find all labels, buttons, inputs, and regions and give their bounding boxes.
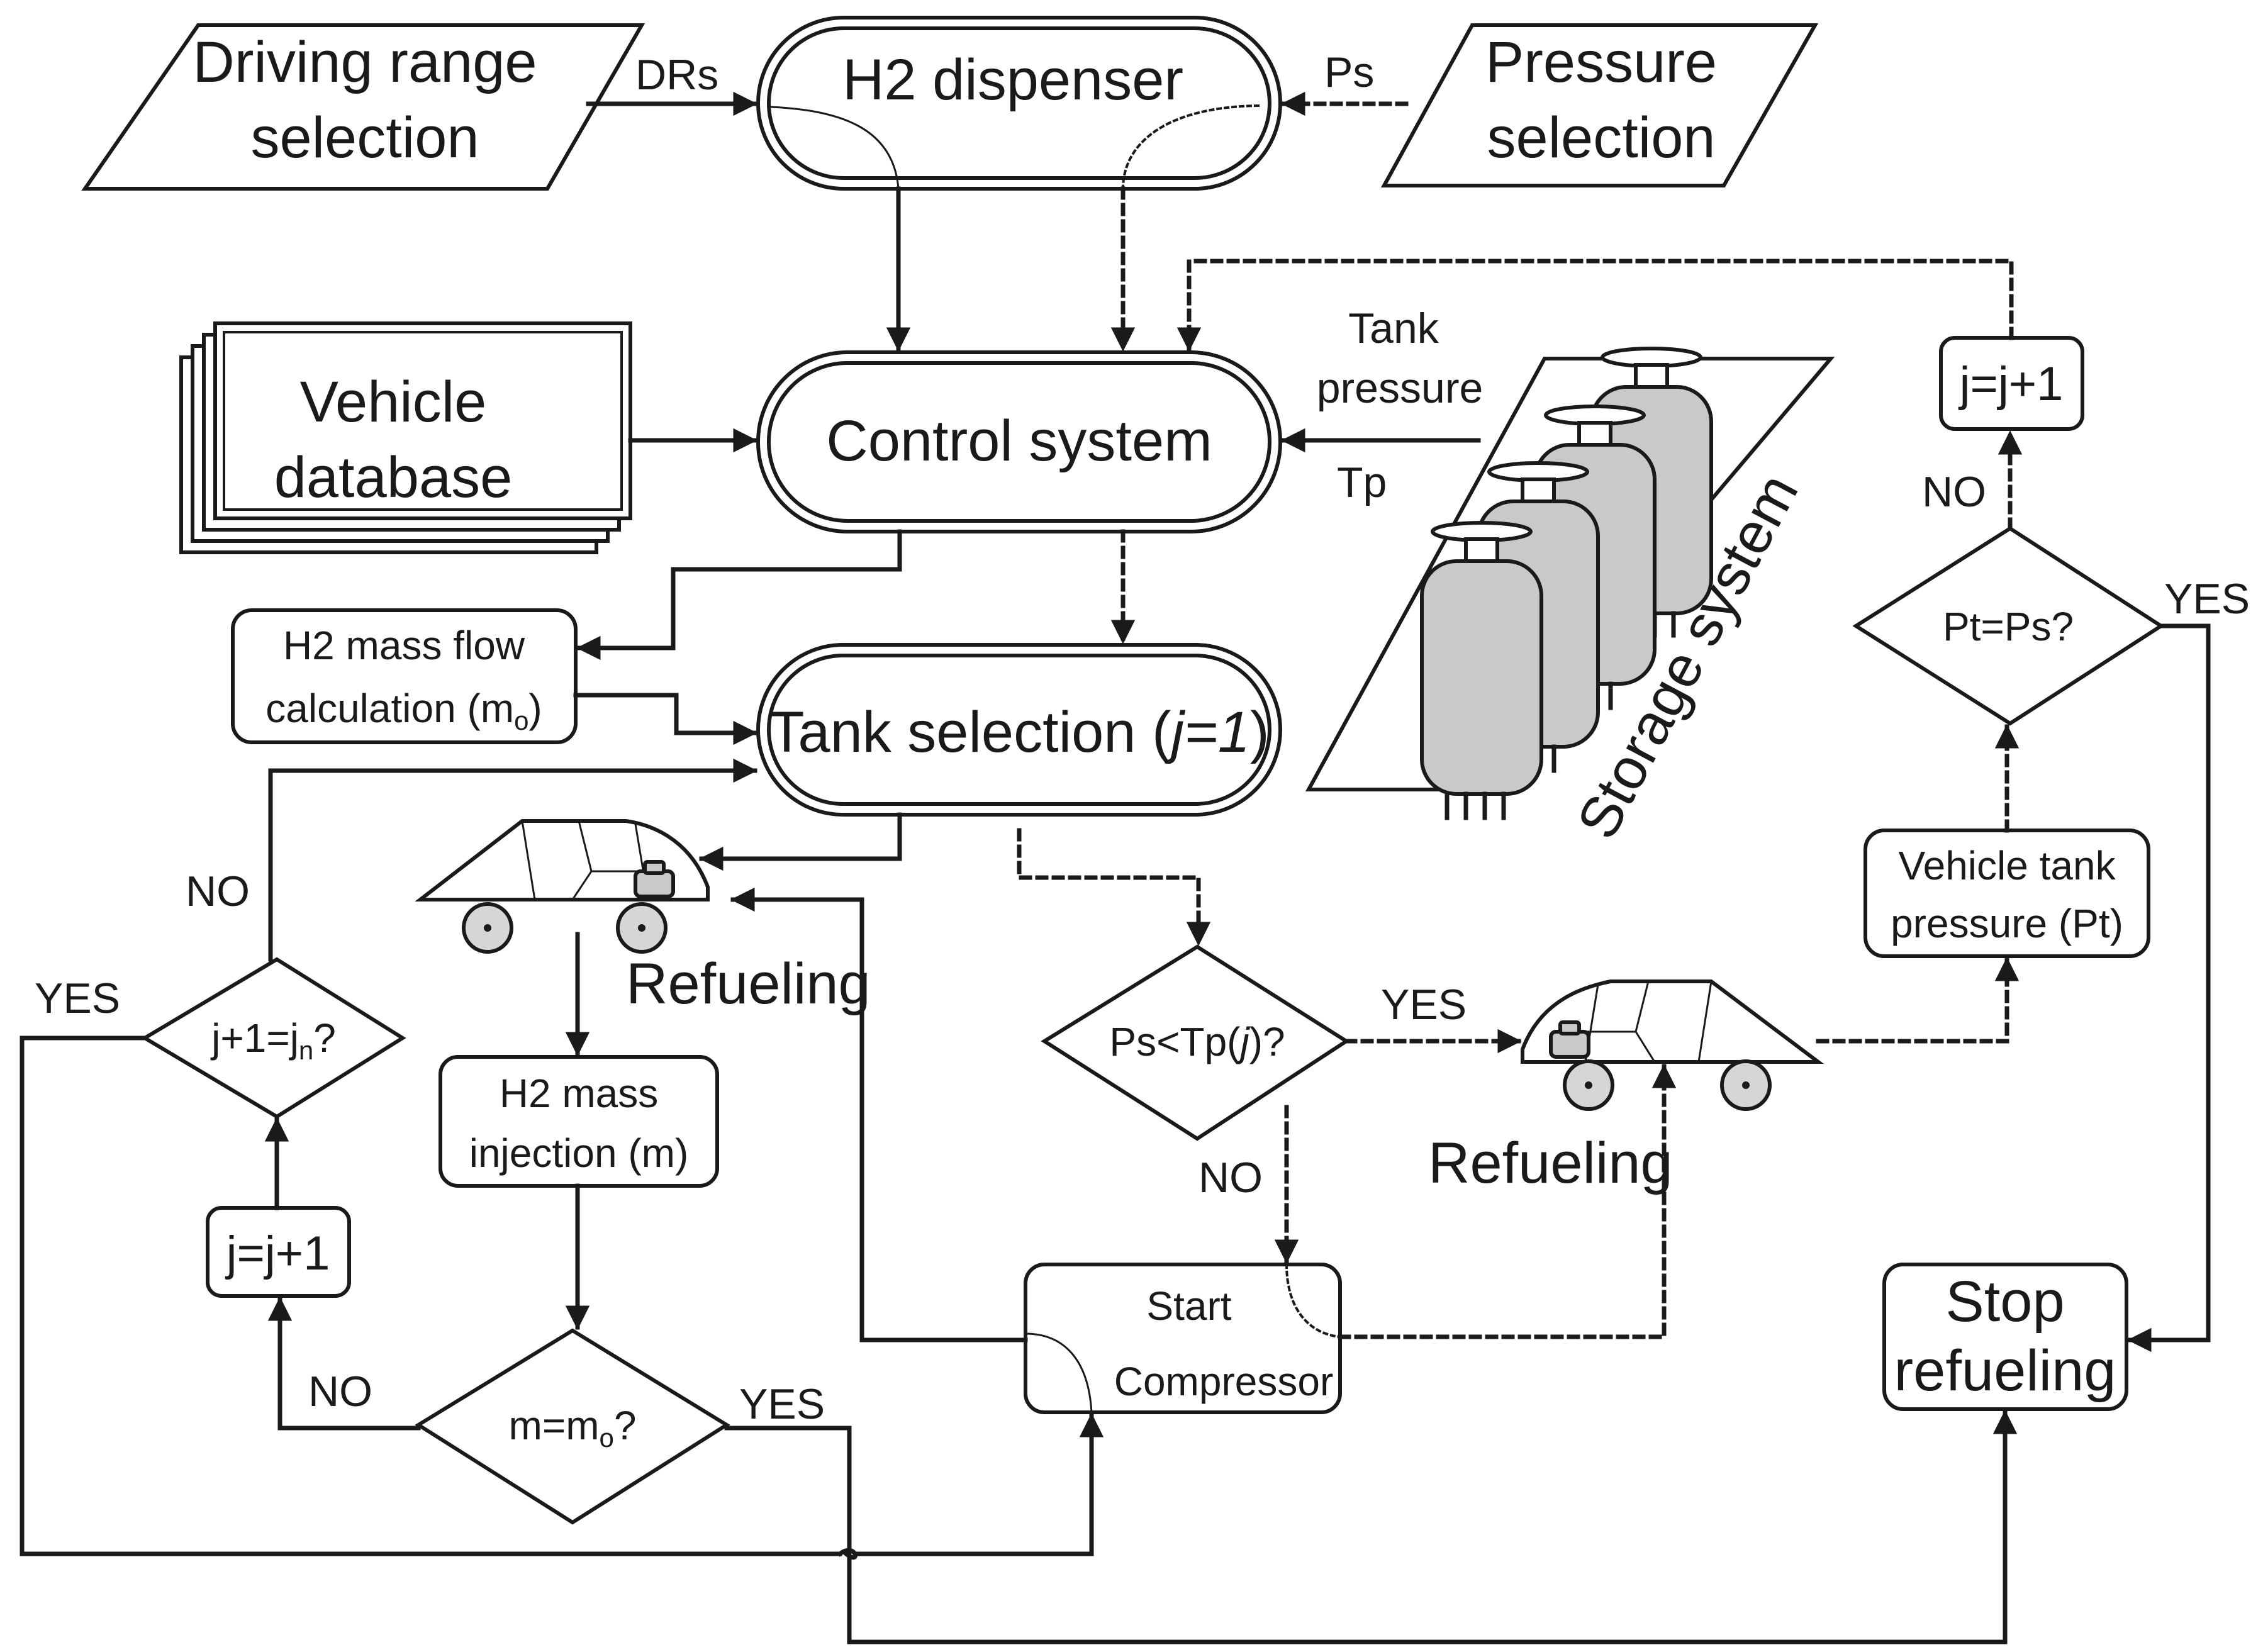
vehicle-db-label-1: Vehicle: [300, 370, 487, 434]
driving-range-selection-node: Driving range selection: [81, 23, 645, 191]
edge-label-no-jn: NO: [186, 868, 250, 915]
edge-label-yes-m: YES: [739, 1380, 825, 1428]
edge-label-yes-ps: YES: [1381, 981, 1467, 1029]
control-label: Control system: [826, 409, 1212, 473]
driving-range-label-1: Driving range: [193, 30, 537, 94]
edge-label-no-m: NO: [308, 1368, 372, 1415]
stop-label-1: Stop: [1945, 1270, 2064, 1334]
edge-label-tank-1: Tank: [1348, 304, 1439, 352]
vehicle-database-node: Vehicle database: [179, 321, 632, 554]
refueling-right-label: Refueling: [1428, 1131, 1673, 1195]
pressure-selection-node: Pressure selection: [1380, 23, 1819, 187]
h2-mass-injection-node: H2 mass injection (m): [439, 1055, 719, 1188]
decision-j-plus-one-equals-jn: j+1=jn?: [141, 957, 406, 1119]
dispenser-label: H2 dispenser: [842, 48, 1183, 112]
increment-right-label: j=j+1: [1958, 357, 2064, 411]
edge-label-drs: DRs: [635, 51, 718, 99]
storage-tank-1: [1420, 521, 1543, 820]
mass-flow-label-1: H2 mass flow: [283, 623, 525, 668]
tank-selection-label: Tank selection (j=1): [769, 700, 1269, 764]
refueling-left-label: Refueling: [626, 952, 871, 1016]
edge-label-ps: Ps: [1324, 48, 1374, 96]
h2-dispenser-node: H2 dispenser: [756, 16, 1282, 191]
mass-flow-calculation-node: H2 mass flow calculation (mo): [231, 608, 578, 744]
increment-j-left-node: j=j+1: [206, 1206, 351, 1298]
increment-left-label: j=j+1: [225, 1227, 330, 1280]
pressure-label-2: selection: [1487, 106, 1715, 170]
edge-label-yes-jn: YES: [35, 974, 120, 1022]
stop-label-2: refueling: [1894, 1339, 2116, 1403]
increment-j-right-node: j=j+1: [1939, 336, 2084, 431]
connectors-solid: [20, 91, 2211, 1644]
stop-refueling-node: Stop refueling: [1882, 1263, 2128, 1411]
mass-injection-label-1: H2 mass: [500, 1071, 659, 1116]
mass-injection-label-2: injection (m): [469, 1130, 689, 1176]
vehicle-tank-pressure-label-1: Vehicle tank: [1898, 843, 2116, 888]
control-system-node: Control system: [756, 350, 1282, 533]
storage-system-icon: Storage system: [1305, 347, 1835, 849]
start-compressor-label-2: Compressor: [1114, 1359, 1334, 1404]
edge-label-tank-2: pressure: [1317, 364, 1484, 412]
car-left-icon: [415, 819, 710, 954]
start-compressor-label-1: Start: [1146, 1283, 1231, 1329]
decision-ps-label: Ps<Tp(j)?: [1109, 1019, 1285, 1064]
vehicle-tank-pressure-node: Vehicle tank pressure (Pt): [1863, 829, 2150, 958]
decision-m-label: m=mo?: [509, 1403, 637, 1453]
decision-m-equals-mo: m=mo?: [415, 1328, 730, 1525]
decision-jn-label: j+1=jn?: [210, 1015, 336, 1065]
driving-range-label-2: selection: [250, 106, 479, 170]
edge-label-no-ps: NO: [1199, 1154, 1263, 1202]
pressure-label-1: Pressure: [1485, 30, 1717, 94]
vehicle-tank-pressure-label-2: pressure (Pt): [1891, 901, 2123, 946]
decision-pt-equals-ps: Pt=Ps?: [1852, 526, 2165, 726]
tank-selection-node: Tank selection (j=1): [756, 643, 1282, 817]
edge-label-tp: Tp: [1337, 459, 1387, 506]
decision-ps-less-than-tp: Ps<Tp(j)?: [1041, 944, 1350, 1141]
car-right-icon: [1521, 979, 1824, 1111]
edge-label-yes-ptps: YES: [2164, 575, 2250, 623]
decision-pt-ps-label: Pt=Ps?: [1943, 604, 2074, 649]
edge-label-no-ptps: NO: [1922, 468, 1986, 516]
vehicle-db-label-2: database: [274, 445, 513, 510]
connectors-dashed: [1017, 91, 2023, 1339]
start-compressor-node: Start Compressor: [1024, 1263, 1342, 1414]
mass-flow-label-2: calculation (mo): [265, 686, 542, 735]
